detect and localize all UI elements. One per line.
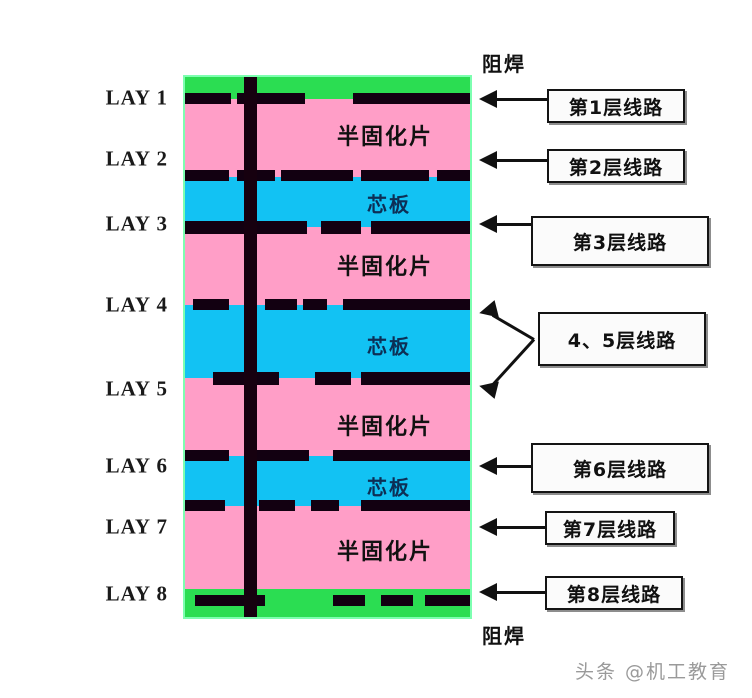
callout-leader-c8 — [495, 591, 545, 594]
callout-box-c3[interactable]: 第3层线路 — [531, 216, 709, 266]
callout-box-c2[interactable]: 第2层线路 — [547, 149, 685, 183]
callout-arrow-icon-c2 — [479, 151, 497, 169]
dielectric-label-core-4: 芯板 — [367, 334, 411, 359]
copper-trace-lay2-seg3 — [281, 170, 353, 181]
copper-trace-lay7-seg4 — [361, 500, 470, 511]
watermark: 头条 @机工教育 — [574, 661, 730, 683]
dielectric-prepreg-7 — [185, 506, 470, 589]
layer-label-lay1: LAY 1 — [105, 85, 168, 110]
callout-arrow-icon-c1 — [479, 90, 497, 108]
callout-branch-lower-c45 — [491, 337, 536, 386]
callout-arrow-icon-c45-bottom — [477, 377, 499, 399]
copper-trace-lay7-seg2 — [259, 500, 295, 511]
layer-label-lay5: LAY 5 — [105, 376, 168, 401]
callout-box-c6[interactable]: 第6层线路 — [531, 443, 709, 493]
copper-trace-lay7-seg1 — [185, 500, 225, 511]
soldermask-note-top: 阻焊 — [482, 52, 526, 76]
copper-trace-lay3-seg3 — [371, 221, 470, 234]
copper-trace-lay8-seg1 — [195, 595, 265, 606]
copper-trace-lay2-seg1 — [185, 170, 229, 181]
dielectric-label-prepreg-1: 半固化片 — [337, 125, 434, 150]
callout-leader-c3 — [495, 223, 531, 226]
pcb-board-cross-section: 半固化片芯板半固化片芯板半固化片芯板半固化片 — [185, 77, 470, 617]
layer-label-lay8: LAY 8 — [105, 581, 168, 606]
copper-trace-lay8-seg4 — [425, 595, 470, 606]
copper-trace-lay2-seg5 — [437, 170, 470, 181]
copper-trace-lay4-seg4 — [343, 299, 470, 310]
copper-trace-lay4-seg3 — [303, 299, 327, 310]
soldermask-note-bottom: 阻焊 — [482, 624, 526, 648]
copper-trace-lay5-seg2 — [315, 372, 351, 385]
dielectric-label-prepreg-5: 半固化片 — [337, 415, 434, 440]
copper-trace-lay3-seg2 — [321, 221, 361, 234]
copper-trace-lay2-seg4 — [361, 170, 429, 181]
callout-arrow-icon-c8 — [479, 583, 497, 601]
callout-leader-c1 — [495, 98, 547, 101]
copper-trace-lay4-seg2 — [265, 299, 297, 310]
callout-arrow-icon-c6 — [479, 457, 497, 475]
dielectric-label-core-2: 芯板 — [367, 192, 411, 217]
callout-arrow-icon-c3 — [479, 215, 497, 233]
copper-trace-lay8-seg3 — [381, 595, 413, 606]
copper-trace-lay4-seg1 — [193, 299, 229, 310]
copper-trace-lay1-seg5 — [435, 93, 470, 104]
callout-leader-c2 — [495, 159, 547, 162]
layer-label-lay4: LAY 4 — [105, 292, 168, 317]
callout-leader-c6 — [495, 465, 531, 468]
plated-through-hole-via — [244, 77, 257, 617]
copper-trace-lay6-seg2 — [257, 450, 309, 461]
layer-label-lay2: LAY 2 — [105, 146, 168, 171]
callout-box-c1[interactable]: 第1层线路 — [547, 89, 685, 123]
layer-label-lay7: LAY 7 — [105, 514, 168, 539]
copper-trace-lay1-seg2 — [237, 93, 305, 104]
dielectric-core-6 — [185, 456, 470, 506]
dielectric-label-core-6: 芯板 — [367, 475, 411, 500]
dielectric-prepreg-5 — [185, 378, 470, 456]
layer-label-lay6: LAY 6 — [105, 453, 168, 478]
copper-trace-lay7-seg3 — [311, 500, 339, 511]
callout-arrow-icon-c7 — [479, 518, 497, 536]
copper-trace-lay6-seg3 — [333, 450, 470, 461]
callout-box-c7[interactable]: 第7层线路 — [545, 511, 675, 545]
dielectric-label-prepreg-7: 半固化片 — [337, 540, 434, 565]
dielectric-label-prepreg-3: 半固化片 — [337, 255, 434, 280]
copper-trace-lay6-seg1 — [185, 450, 229, 461]
dielectric-prepreg-3 — [185, 227, 470, 305]
callout-branch-upper-c45 — [492, 313, 535, 341]
copper-trace-lay8-seg2 — [333, 595, 365, 606]
layer-label-lay3: LAY 3 — [105, 211, 168, 236]
copper-trace-lay1-seg4 — [393, 93, 427, 104]
dielectric-prepreg-1 — [185, 99, 470, 177]
callout-box-c45[interactable]: 4、5层线路 — [538, 312, 706, 366]
callout-box-c8[interactable]: 第8层线路 — [545, 576, 683, 610]
dielectric-core-2 — [185, 177, 470, 227]
copper-trace-lay1-seg1 — [185, 93, 231, 104]
callout-leader-c7 — [495, 526, 545, 529]
copper-trace-lay5-seg3 — [361, 372, 470, 385]
dielectric-core-4 — [185, 305, 470, 378]
